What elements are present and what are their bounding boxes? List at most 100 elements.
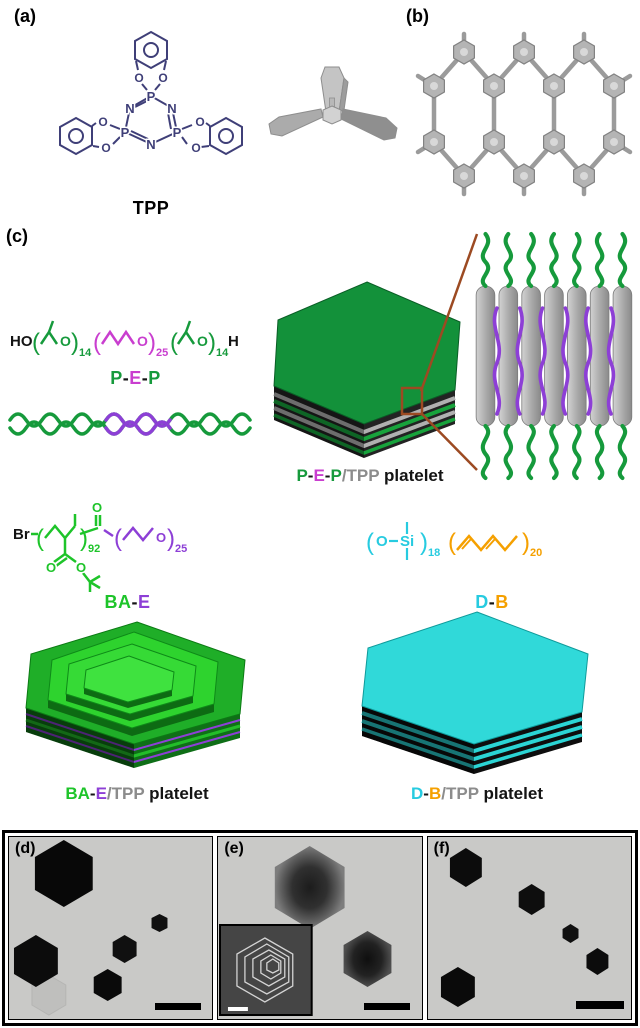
tem-image-e: (e) bbox=[217, 836, 423, 1020]
tem-image-f: (f) bbox=[426, 836, 632, 1020]
svg-text:O: O bbox=[156, 530, 166, 545]
svg-text:O: O bbox=[134, 71, 143, 85]
db-d-block: ( O Si ) 18 bbox=[366, 522, 440, 560]
caption-part: /TPP bbox=[441, 784, 479, 803]
panel-f-label: (f) bbox=[433, 840, 450, 857]
svg-text:14: 14 bbox=[216, 347, 229, 359]
svg-text:N: N bbox=[146, 137, 155, 152]
zoom-region-box bbox=[400, 386, 424, 416]
svg-text:O: O bbox=[60, 333, 71, 349]
caption-part: - bbox=[423, 784, 429, 803]
tpp-3d-model bbox=[268, 66, 398, 141]
svg-text:25: 25 bbox=[175, 543, 187, 555]
terrace-2-side bbox=[66, 694, 193, 721]
svg-text:14: 14 bbox=[79, 347, 92, 359]
name-part: E bbox=[129, 368, 142, 388]
terrace-3-top bbox=[83, 655, 175, 703]
pep-e-block: ( O ) 25 bbox=[93, 329, 168, 359]
name-part: D bbox=[475, 592, 489, 612]
pep-chain-squiggle bbox=[8, 412, 252, 436]
bae-name-label: BA-E bbox=[10, 592, 245, 613]
svg-text:H: H bbox=[228, 333, 239, 350]
platelet-shadow bbox=[362, 706, 474, 774]
svg-text:): ) bbox=[167, 525, 175, 552]
scale-bar bbox=[364, 1003, 411, 1010]
platelet-shadow bbox=[274, 386, 364, 458]
pep-platelet-drawing bbox=[273, 281, 461, 458]
caption-part: platelet bbox=[478, 784, 543, 803]
name-part: P bbox=[110, 368, 123, 388]
caption-part: - bbox=[89, 784, 96, 803]
svg-text:(: ( bbox=[32, 329, 40, 356]
scale-bar bbox=[155, 1003, 201, 1010]
bae-ba-labels: ( ) 92 O O O bbox=[36, 499, 104, 577]
svg-text:O: O bbox=[376, 533, 388, 550]
peo-inner-chains bbox=[492, 306, 616, 416]
platelet-side bbox=[274, 386, 455, 458]
svg-text:(: ( bbox=[114, 525, 122, 552]
svg-text:(: ( bbox=[448, 529, 456, 556]
svg-text:P: P bbox=[173, 125, 182, 140]
name-part: - bbox=[122, 368, 130, 388]
svg-text:N: N bbox=[167, 101, 176, 116]
pep-formula-structure: HO ( O ) 14 ( O ) 25 ( O ) 14 H bbox=[10, 320, 239, 359]
svg-text:): ) bbox=[71, 329, 79, 356]
svg-text:HO: HO bbox=[10, 333, 33, 350]
svg-text:Si: Si bbox=[400, 533, 414, 550]
caption-part: platelet bbox=[379, 466, 444, 485]
inset-scale-bar bbox=[228, 1007, 249, 1011]
svg-text:P: P bbox=[147, 89, 156, 104]
db-name-label: D-B bbox=[362, 592, 622, 613]
bae-formula-structure: Br ( ) 92 O O O ( bbox=[13, 499, 187, 592]
db-platelet-drawing bbox=[361, 611, 589, 774]
svg-text:O: O bbox=[46, 560, 56, 575]
caption-part: E bbox=[95, 784, 107, 803]
svg-text:O: O bbox=[195, 115, 204, 129]
caption-part: P bbox=[330, 466, 342, 485]
tem-e-platelets bbox=[219, 846, 392, 1016]
caption-part: B bbox=[428, 784, 442, 803]
micelle-zoom-inset bbox=[475, 232, 633, 480]
svg-text:O: O bbox=[76, 560, 86, 575]
name-part: P bbox=[148, 368, 161, 388]
bae-e-block: ( O ) 25 bbox=[103, 525, 187, 555]
platelet-side bbox=[362, 706, 582, 774]
name-part: E bbox=[137, 592, 151, 612]
tpp-name-label: TPP bbox=[132, 198, 170, 218]
scale-bar bbox=[575, 1001, 624, 1009]
svg-text:): ) bbox=[80, 525, 88, 552]
platelet-side bbox=[26, 708, 240, 768]
panel-c-label: (c) bbox=[6, 226, 28, 246]
caption-part: E bbox=[313, 466, 325, 485]
name-part: BA bbox=[104, 592, 132, 612]
name-part: - bbox=[141, 368, 149, 388]
svg-text:P: P bbox=[121, 125, 130, 140]
svg-text:(: ( bbox=[366, 529, 374, 556]
name-part: - bbox=[488, 592, 496, 612]
panel-a-label: (a) bbox=[14, 6, 36, 26]
svg-text:O: O bbox=[191, 141, 200, 155]
bae-platelet-drawing bbox=[25, 621, 246, 768]
caption-part: P bbox=[296, 466, 308, 485]
panel-e-label: (e) bbox=[224, 840, 244, 857]
pep-p-block-1: ( O ) 14 bbox=[32, 320, 92, 359]
svg-text:92: 92 bbox=[88, 543, 100, 555]
bae-platelet-caption: BA-E/TPP platelet bbox=[12, 784, 262, 804]
caption-part: - bbox=[324, 466, 331, 485]
db-b-block: ( ) 20 bbox=[448, 529, 542, 559]
squiggle-chains bbox=[8, 412, 252, 436]
svg-text:18: 18 bbox=[428, 547, 440, 559]
panel-b-label: (b) bbox=[406, 6, 429, 26]
name-part: B bbox=[495, 592, 509, 612]
propeller-blades bbox=[268, 66, 398, 141]
svg-text:O: O bbox=[137, 333, 148, 349]
svg-text:): ) bbox=[208, 329, 216, 356]
tpp-crystal-lattice bbox=[415, 31, 633, 197]
tem-f-platelets bbox=[440, 848, 609, 1007]
tpp-bonds bbox=[59, 30, 243, 156]
name-part: - bbox=[131, 592, 138, 612]
platelet-top-face bbox=[361, 611, 589, 745]
svg-text:): ) bbox=[420, 529, 428, 556]
svg-text:): ) bbox=[522, 529, 530, 556]
